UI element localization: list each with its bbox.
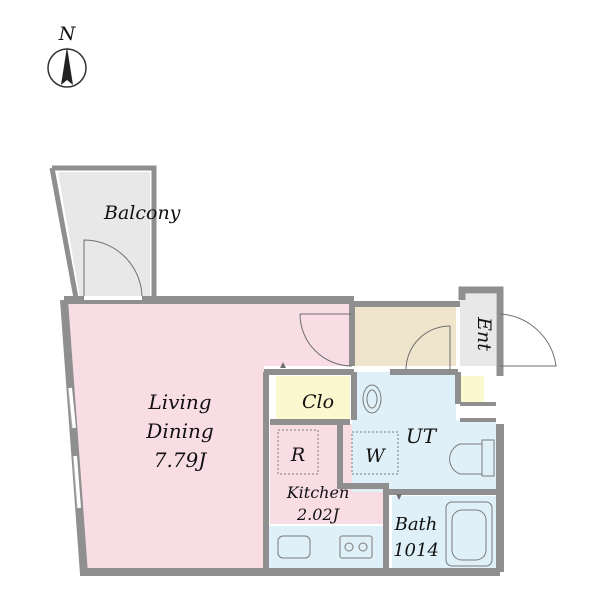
living-dining-area — [66, 304, 352, 568]
bath-label: Bath — [394, 514, 438, 535]
dining-label: Dining — [145, 419, 213, 443]
doors — [83, 239, 557, 500]
bathtub-icon — [445, 501, 493, 567]
toilet-icon — [449, 439, 495, 477]
compass: N — [47, 23, 87, 88]
closet-area — [276, 376, 350, 420]
kitchen-counter — [266, 526, 384, 568]
walls — [49, 165, 504, 576]
washer-label: W — [365, 445, 386, 467]
fixtures — [277, 384, 495, 567]
compass-label: N — [58, 23, 77, 45]
stove-icon — [339, 535, 373, 559]
entrance-area — [460, 294, 496, 366]
sink-icon — [362, 384, 382, 414]
utility-label: UT — [406, 424, 438, 448]
bath-size-label: 1014 — [393, 540, 439, 561]
west-windows — [67, 387, 81, 509]
fridge-box — [277, 429, 319, 475]
balcony-label: Balcony — [103, 202, 181, 224]
counter-sink-icon — [277, 535, 311, 559]
utility-side — [440, 420, 496, 492]
kitchen-label: Kitchen — [286, 483, 350, 502]
fridge-label: R — [290, 444, 305, 466]
bath-area — [392, 496, 496, 568]
entrance-step — [460, 376, 484, 402]
balcony-area — [58, 172, 150, 298]
north-arrow-icon — [47, 47, 87, 88]
living-label: Living — [147, 390, 211, 414]
room-labels: Balcony Living Dining 7.79J Clo R W UT K… — [103, 202, 495, 561]
kitchen-area-label: 2.02J — [296, 505, 341, 524]
entrance-label: Ent — [473, 316, 495, 351]
living-area-label: 7.79J — [154, 448, 208, 472]
hall-area — [352, 304, 456, 366]
closet-label: Clo — [302, 391, 334, 413]
